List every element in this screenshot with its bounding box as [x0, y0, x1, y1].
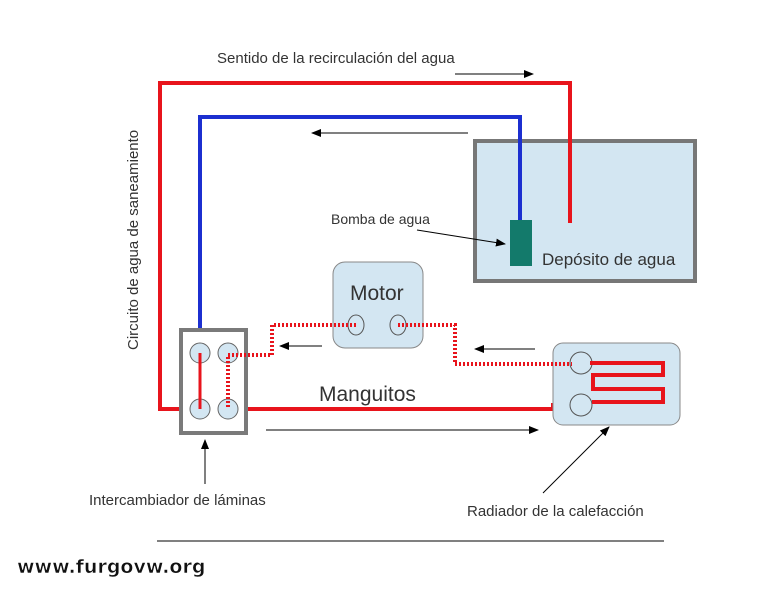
plate-exchanger-label: Intercambiador de láminas	[89, 492, 266, 509]
water-pump	[510, 220, 532, 266]
motor-box	[332, 261, 424, 349]
arrow-pump-pointer	[416, 229, 506, 247]
heater-radiator-box	[552, 342, 681, 426]
coolant-hose-motor-radiator	[398, 323, 572, 366]
radiator-port-bottom	[569, 393, 593, 417]
water-pump-label: Bomba de agua	[331, 211, 430, 227]
radiator-port-top	[569, 351, 593, 375]
flow-direction-label: Sentido de la recirculación del agua	[217, 50, 455, 67]
watermark: www.furgovw.org	[17, 556, 205, 578]
motor-label: Motor	[350, 282, 404, 305]
cold-supply-line	[198, 115, 522, 353]
hoses-label: Manguitos	[319, 383, 416, 406]
hot-sanitation-line	[158, 81, 572, 411]
water-tank-label: Depósito de agua	[542, 250, 676, 269]
heater-radiator-label: Radiador de la calefacción	[467, 503, 644, 520]
coolant-hose-motor-exchanger	[226, 323, 356, 409]
sanitation-circuit-label: Circuito de agua de saneamiento	[125, 130, 142, 350]
radiator-serpentine	[590, 361, 665, 404]
arrow-radiator-pointer	[542, 426, 610, 494]
plate-exchanger-box	[179, 328, 248, 435]
